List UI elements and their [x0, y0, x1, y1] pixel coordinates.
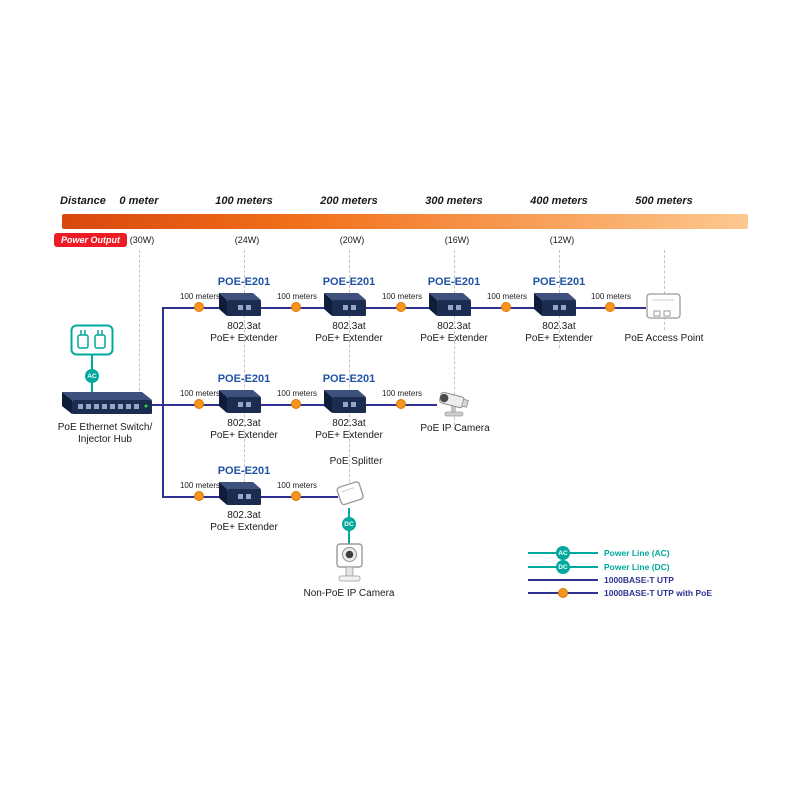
legend-label-dc: Power Line (DC) [604, 562, 670, 572]
extender-type-label: 802.3at PoE+ Extender [315, 321, 383, 344]
segment-length-label: 100 meters [486, 292, 528, 301]
segment-length-label: 100 meters [179, 481, 221, 490]
switch-label-line1: PoE Ethernet Switch/ [57, 422, 153, 433]
distance-marker: 0 meter [119, 195, 159, 207]
extender-model-label: POE-E201 [217, 373, 271, 385]
utp-cable-switch-link [150, 404, 162, 406]
poe-extender-device [215, 480, 263, 508]
poe-indicator-dot [194, 491, 204, 501]
poe-extender-device [425, 291, 473, 319]
segment-length-label: 100 meters [381, 389, 423, 398]
power-value: (12W) [549, 235, 575, 245]
extender-type-line2: PoE+ Extender [210, 332, 278, 344]
ip-camera-label: PoE IP Camera [420, 423, 490, 434]
extender-type-line1: 802.3at [227, 321, 261, 332]
power-value: (20W) [339, 235, 365, 245]
extender-type-label: 802.3at PoE+ Extender [210, 418, 278, 441]
segment-length-label: 100 meters [381, 292, 423, 301]
extender-type-line2: PoE+ Extender [315, 332, 383, 344]
utp-cable-trunk [162, 307, 164, 498]
ac-badge: AC [85, 369, 99, 383]
extender-type-line1: 802.3at [227, 510, 261, 521]
extender-model-label: POE-E201 [322, 373, 376, 385]
poe-indicator-dot [396, 302, 406, 312]
splitter-label: PoE Splitter [329, 456, 383, 467]
extender-type-label: 802.3at PoE+ Extender [420, 321, 488, 344]
poe-indicator-dot [501, 302, 511, 312]
poe-indicator-dot [291, 399, 301, 409]
segment-length-label: 100 meters [276, 389, 318, 398]
poe-indicator-dot [291, 491, 301, 501]
switch-label-line2: Injector Hub [78, 433, 132, 445]
splitter-device [336, 481, 364, 506]
access-point-device [646, 293, 681, 319]
extender-type-line1: 802.3at [437, 321, 471, 332]
poe-indicator-dot [291, 302, 301, 312]
extender-model-label: POE-E201 [427, 276, 481, 288]
extender-model-label: POE-E201 [322, 276, 376, 288]
extender-type-line2: PoE+ Extender [210, 429, 278, 441]
legend-label-utp-poe: 1000BASE-T UTP with PoE [604, 588, 713, 598]
legend-line-utp [528, 579, 598, 581]
extender-type-line1: 802.3at [542, 321, 576, 332]
distance-marker: 400 meters [530, 195, 588, 207]
non-poe-camera-label: Non-PoE IP Camera [303, 588, 395, 599]
extender-type-label: 802.3at PoE+ Extender [525, 321, 593, 344]
distance-gridline [664, 250, 665, 330]
ip-camera-device [439, 391, 469, 417]
poe-indicator-dot [194, 399, 204, 409]
extender-type-line1: 802.3at [332, 418, 366, 429]
distance-title: Distance [60, 195, 106, 207]
legend-dc-badge: DC [556, 560, 570, 574]
segment-length-label: 100 meters [276, 481, 318, 490]
extender-type-label: 802.3at PoE+ Extender [210, 321, 278, 344]
segment-length-label: 100 meters [590, 292, 632, 301]
extender-type-line1: 802.3at [332, 321, 366, 332]
extender-model-label: POE-E201 [217, 276, 271, 288]
power-output-label: Power Output [54, 233, 127, 247]
extender-model-label: POE-E201 [532, 276, 586, 288]
distance-gridline [139, 250, 140, 396]
segment-length-label: 100 meters [276, 292, 318, 301]
poe-switch-device [62, 392, 152, 414]
legend-label-utp: 1000BASE-T UTP [604, 575, 674, 585]
extender-type-line2: PoE+ Extender [315, 429, 383, 441]
poe-indicator-dot [396, 399, 406, 409]
extender-type-line2: PoE+ Extender [420, 332, 488, 344]
extender-type-label: 802.3at PoE+ Extender [210, 510, 278, 533]
ac-power-plug-icon [70, 324, 114, 356]
poe-extender-device [320, 291, 368, 319]
distance-marker: 500 meters [635, 195, 693, 207]
legend-label-ac: Power Line (AC) [604, 548, 670, 558]
distance-gridline [454, 250, 455, 430]
extender-type-line1: 802.3at [227, 418, 261, 429]
distance-marker: 200 meters [320, 195, 378, 207]
poe-extender-device [530, 291, 578, 319]
poe-extender-device [320, 388, 368, 416]
poe-extender-device [215, 291, 263, 319]
distance-gridline [349, 250, 350, 497]
distance-marker: 300 meters [425, 195, 483, 207]
switch-label: PoE Ethernet Switch/ Injector Hub [58, 422, 153, 445]
distance-marker: 100 meters [215, 195, 273, 207]
power-value: (24W) [234, 235, 260, 245]
segment-length-label: 100 meters [179, 292, 221, 301]
power-value: (30W) [129, 235, 155, 245]
poe-indicator-dot [194, 302, 204, 312]
extender-model-label: POE-E201 [217, 465, 271, 477]
legend-poe-dot [558, 588, 568, 598]
non-poe-camera-device [336, 543, 363, 582]
extender-type-line2: PoE+ Extender [525, 332, 593, 344]
access-point-label: PoE Access Point [624, 333, 704, 344]
extender-type-line2: PoE+ Extender [210, 521, 278, 533]
poe-extender-device [215, 388, 263, 416]
segment-length-label: 100 meters [179, 389, 221, 398]
legend-ac-badge: AC [556, 546, 570, 560]
distance-gridline [244, 250, 245, 497]
distance-gradient-bar [62, 214, 748, 229]
extender-type-label: 802.3at PoE+ Extender [315, 418, 383, 441]
poe-indicator-dot [605, 302, 615, 312]
power-value: (16W) [444, 235, 470, 245]
dc-badge: DC [342, 517, 356, 531]
